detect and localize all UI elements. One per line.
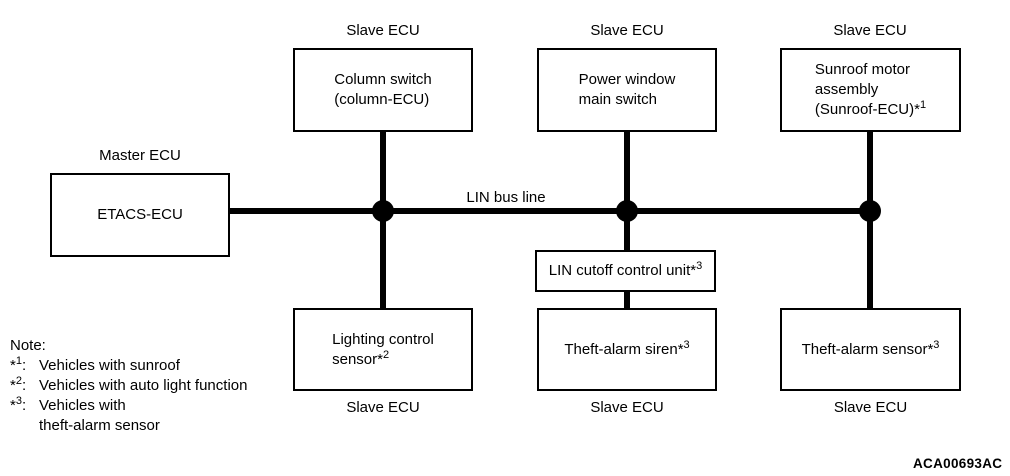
node-label-line: Sunroof motor (814, 61, 910, 78)
node-label-line: main switch (578, 91, 657, 108)
note-text: Vehicles with auto light function (39, 377, 248, 394)
node-power-window-main-switch: Power window main switch (537, 48, 717, 132)
node-label-line: (column-ECU) (334, 91, 430, 108)
node-theft-alarm-sensor: Theft-alarm sensor*3 (780, 308, 961, 391)
note-block: Note: *1: Vehicles with sunroof *2: Vehi… (10, 336, 247, 436)
note-marker: *1: (10, 355, 27, 375)
node-sunroof-motor-assembly: Sunroof motor assembly (Sunroof-ECU)*1 (780, 48, 961, 132)
node-lighting-control-sensor: Lighting control sensor*2 (293, 308, 473, 391)
note-item: *1: Vehicles with sunroof (10, 356, 247, 376)
note-marker: *2: (10, 375, 27, 395)
lin-bus-line (230, 208, 872, 214)
note-item: *2: Vehicles with auto light function (10, 376, 247, 396)
label-slave-ecu-column-switch: Slave ECU (346, 22, 420, 39)
node-label-line: LIN cutoff control unit*3 (548, 260, 703, 280)
label-slave-ecu-lighting: Slave ECU (346, 399, 420, 416)
node-label-line: Lighting control (332, 330, 434, 348)
label-slave-ecu-sensor: Slave ECU (833, 399, 908, 416)
junction-dot-middle (616, 200, 638, 222)
junction-dot-left (372, 200, 394, 222)
drop-line-power-window (624, 131, 630, 252)
node-label-line: ETACS-ECU (97, 206, 183, 223)
lin-bus-line-label: LIN bus line (466, 189, 546, 206)
junction-dot-right (859, 200, 881, 222)
node-label-line: Theft-alarm sensor*3 (801, 338, 940, 358)
note-title: Note: (10, 337, 46, 354)
note-marker: *3: (10, 395, 27, 415)
label-slave-ecu-power-window: Slave ECU (590, 22, 664, 39)
figure-code: ACA00693AC (913, 456, 1003, 471)
node-lin-cutoff-control-unit: LIN cutoff control unit*3 (535, 250, 716, 292)
label-slave-ecu-sunroof: Slave ECU (833, 22, 907, 39)
node-column-switch: Column switch (column-ECU) (293, 48, 473, 132)
connector-lin-cutoff-to-siren (624, 289, 630, 309)
node-label-line: Column switch (334, 71, 432, 88)
node-label-line: Theft-alarm siren*3 (564, 338, 690, 358)
label-master-ecu: Master ECU (99, 147, 181, 164)
note-text: Vehicles with sunroof (39, 357, 180, 374)
node-label-line: Power window (578, 71, 676, 88)
note-item: *3: Vehicles with theft-alarm sensor (10, 396, 247, 436)
node-label-line: (Sunroof-ECU)*1 (814, 99, 927, 119)
node-label-line: sensor*2 (332, 348, 390, 368)
note-text: Vehicles with theft-alarm sensor (39, 397, 160, 434)
node-label-line: assembly (814, 81, 879, 98)
label-slave-ecu-siren: Slave ECU (590, 399, 664, 416)
node-etacs-ecu: ETACS-ECU (50, 173, 230, 257)
node-theft-alarm-siren: Theft-alarm siren*3 (537, 308, 717, 391)
